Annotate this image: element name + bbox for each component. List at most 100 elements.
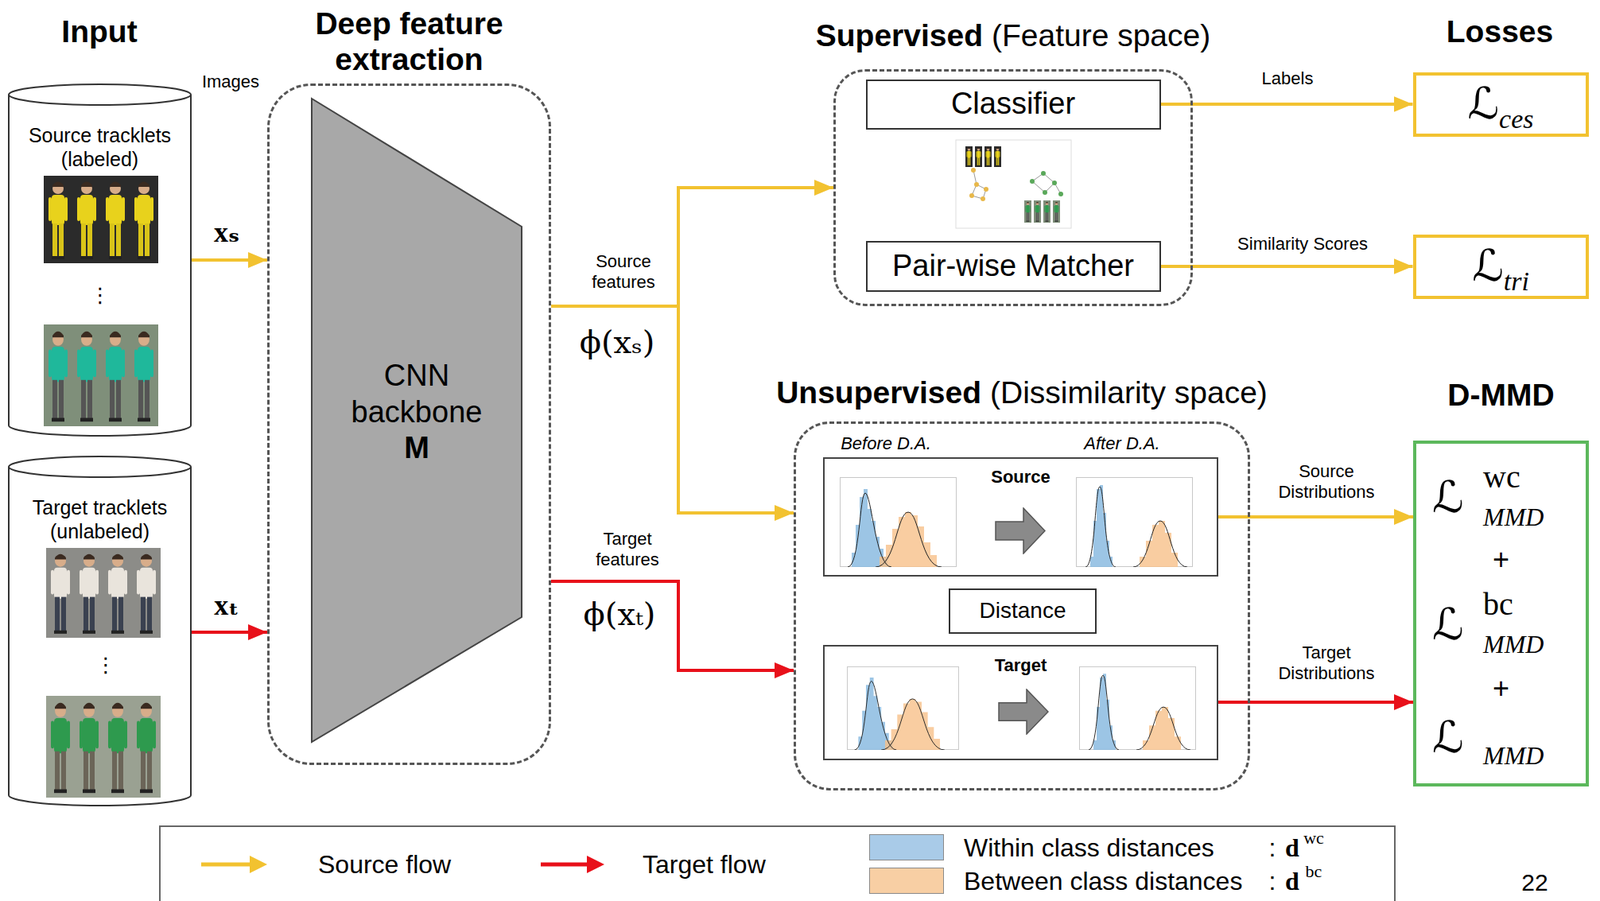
flow-note: Images (201, 71, 260, 92)
edge-label: xₛ (213, 216, 240, 249)
flow-arrow (551, 306, 794, 513)
distribution-panel: Target (823, 644, 1219, 761)
legend-line-sample (201, 854, 268, 874)
math-part: ℒ (1432, 602, 1465, 647)
panel-title: Source (824, 466, 1217, 487)
module-symbol: M (403, 430, 430, 467)
panel-note: After D.A. (1083, 433, 1160, 454)
ellipsis: ⋮ (89, 283, 111, 308)
dataset-cylinder: Target tracklets (unlabeled) (7, 455, 192, 807)
flow-arrow (1161, 102, 1414, 106)
flow-arrow (1218, 515, 1414, 519)
heading-row: Supervised(Feature space) (815, 18, 1211, 55)
legend-symbol: : (1269, 866, 1277, 897)
math-subscript: ces (1499, 105, 1534, 133)
legend-swatch (869, 834, 944, 861)
math-label: ϕ(xₜ) (583, 595, 657, 633)
flow-arrow (1218, 700, 1414, 704)
legend-symbol: d (1285, 833, 1300, 863)
math-subscript: tri (1503, 267, 1530, 296)
loss-group: D-MMDℒwcMMD+ℒbcMMD+ℒMMD (1413, 440, 1589, 787)
ellipsis: ⋮ (95, 653, 117, 678)
group-heading: (Feature space) (991, 18, 1211, 53)
math-part: MMD (1483, 504, 1544, 530)
heading-row: Unsupervised(Dissimilarity space) (776, 375, 1268, 412)
module-group: Supervised(Feature space)ClassifierPair-… (833, 69, 1193, 307)
legend-item: Source flow (201, 850, 451, 880)
legend-superscript: bc (1305, 861, 1323, 882)
legend-item: Within class distances (869, 833, 1215, 863)
dataset-title: Source tracklets (labeled) (18, 123, 182, 171)
math-part: ℒ (1432, 475, 1465, 520)
edge-label: Target Distributions (1262, 642, 1391, 685)
flow-arrow (551, 187, 834, 307)
math-part: wc (1483, 461, 1521, 494)
node-text: Classifier (951, 86, 1076, 122)
heading-row: D-MMD (1447, 377, 1554, 414)
module-group: Deep feature extractionCNN backboneM (267, 83, 552, 766)
graph-illustration (955, 139, 1072, 229)
legend-item: Target flow (540, 850, 766, 880)
loss-box: ℒtri (1413, 234, 1589, 300)
edge-label: Labels (1262, 68, 1314, 89)
math-symbol: ℒ (1471, 244, 1504, 288)
legend-symbol: d (1285, 866, 1300, 897)
legend-symbol: : (1269, 833, 1277, 863)
page-number: 22 (1521, 869, 1548, 898)
math-part: + (1416, 545, 1586, 575)
person-strip (43, 324, 159, 427)
module-group: Unsupervised(Dissimilarity space)SourceD… (793, 421, 1251, 791)
flow-note: Target features (579, 528, 676, 571)
math-part: MMD (1483, 631, 1544, 657)
math-part: ℒ (1432, 715, 1465, 760)
legend-text: Within class distances (963, 833, 1215, 863)
section-heading: Losses (1446, 14, 1554, 51)
process-box: Classifier (866, 79, 1162, 130)
group-heading: Supervised (815, 18, 983, 53)
legend-line-sample (540, 854, 605, 874)
person-strip (46, 695, 161, 798)
math-part: MMD (1483, 742, 1544, 769)
person-strip (46, 547, 161, 638)
person-strip (43, 175, 159, 264)
loss-box: ℒces (1413, 72, 1589, 137)
math-part: bc (1483, 588, 1514, 621)
legend-superscript: wc (1303, 827, 1325, 848)
group-heading: Deep feature extraction (314, 6, 503, 77)
group-heading: D-MMD (1447, 377, 1554, 412)
node-text: Pair-wise Matcher (892, 248, 1134, 284)
process-box: Pair-wise Matcher (866, 240, 1162, 292)
node-text: Distance (979, 598, 1067, 624)
group-heading: Unsupervised (776, 375, 982, 410)
legend-text: Between class distances (963, 866, 1243, 897)
group-heading: (Dissimilarity space) (990, 375, 1268, 410)
math-part: + (1416, 674, 1586, 703)
distribution-panel: Source (823, 457, 1219, 577)
panel-note: Before D.A. (840, 433, 932, 454)
legend-item: Between class distances (869, 866, 1243, 897)
cnn-backbone: CNN backboneM (310, 97, 523, 743)
edge-label: xₜ (213, 589, 239, 622)
distance-histograms (840, 477, 1197, 751)
legend-text: Target flow (642, 850, 766, 880)
flow-arrow (551, 581, 794, 671)
heading-row: Deep feature extraction (282, 6, 537, 78)
section-heading: Input (61, 14, 137, 51)
math-symbol: ℒ (1467, 81, 1500, 126)
dataset-title: Target tracklets (unlabeled) (18, 495, 182, 544)
edge-label: Source Distributions (1262, 461, 1391, 504)
flow-note: Source features (575, 251, 672, 294)
module-label: CNN backbone (341, 357, 493, 431)
flow-arrow (191, 258, 268, 262)
legend-text: Source flow (318, 850, 451, 880)
flow-arrow (1161, 264, 1414, 268)
edge-label: Similarity Scores (1237, 233, 1368, 254)
math-label: ϕ(xₛ) (579, 323, 656, 361)
panel-title: Target (824, 655, 1217, 676)
legend-swatch (869, 867, 944, 894)
legend-frame (159, 826, 1395, 901)
dataset-cylinder: Source tracklets (labeled) (7, 83, 192, 437)
flow-arrow (191, 630, 268, 634)
